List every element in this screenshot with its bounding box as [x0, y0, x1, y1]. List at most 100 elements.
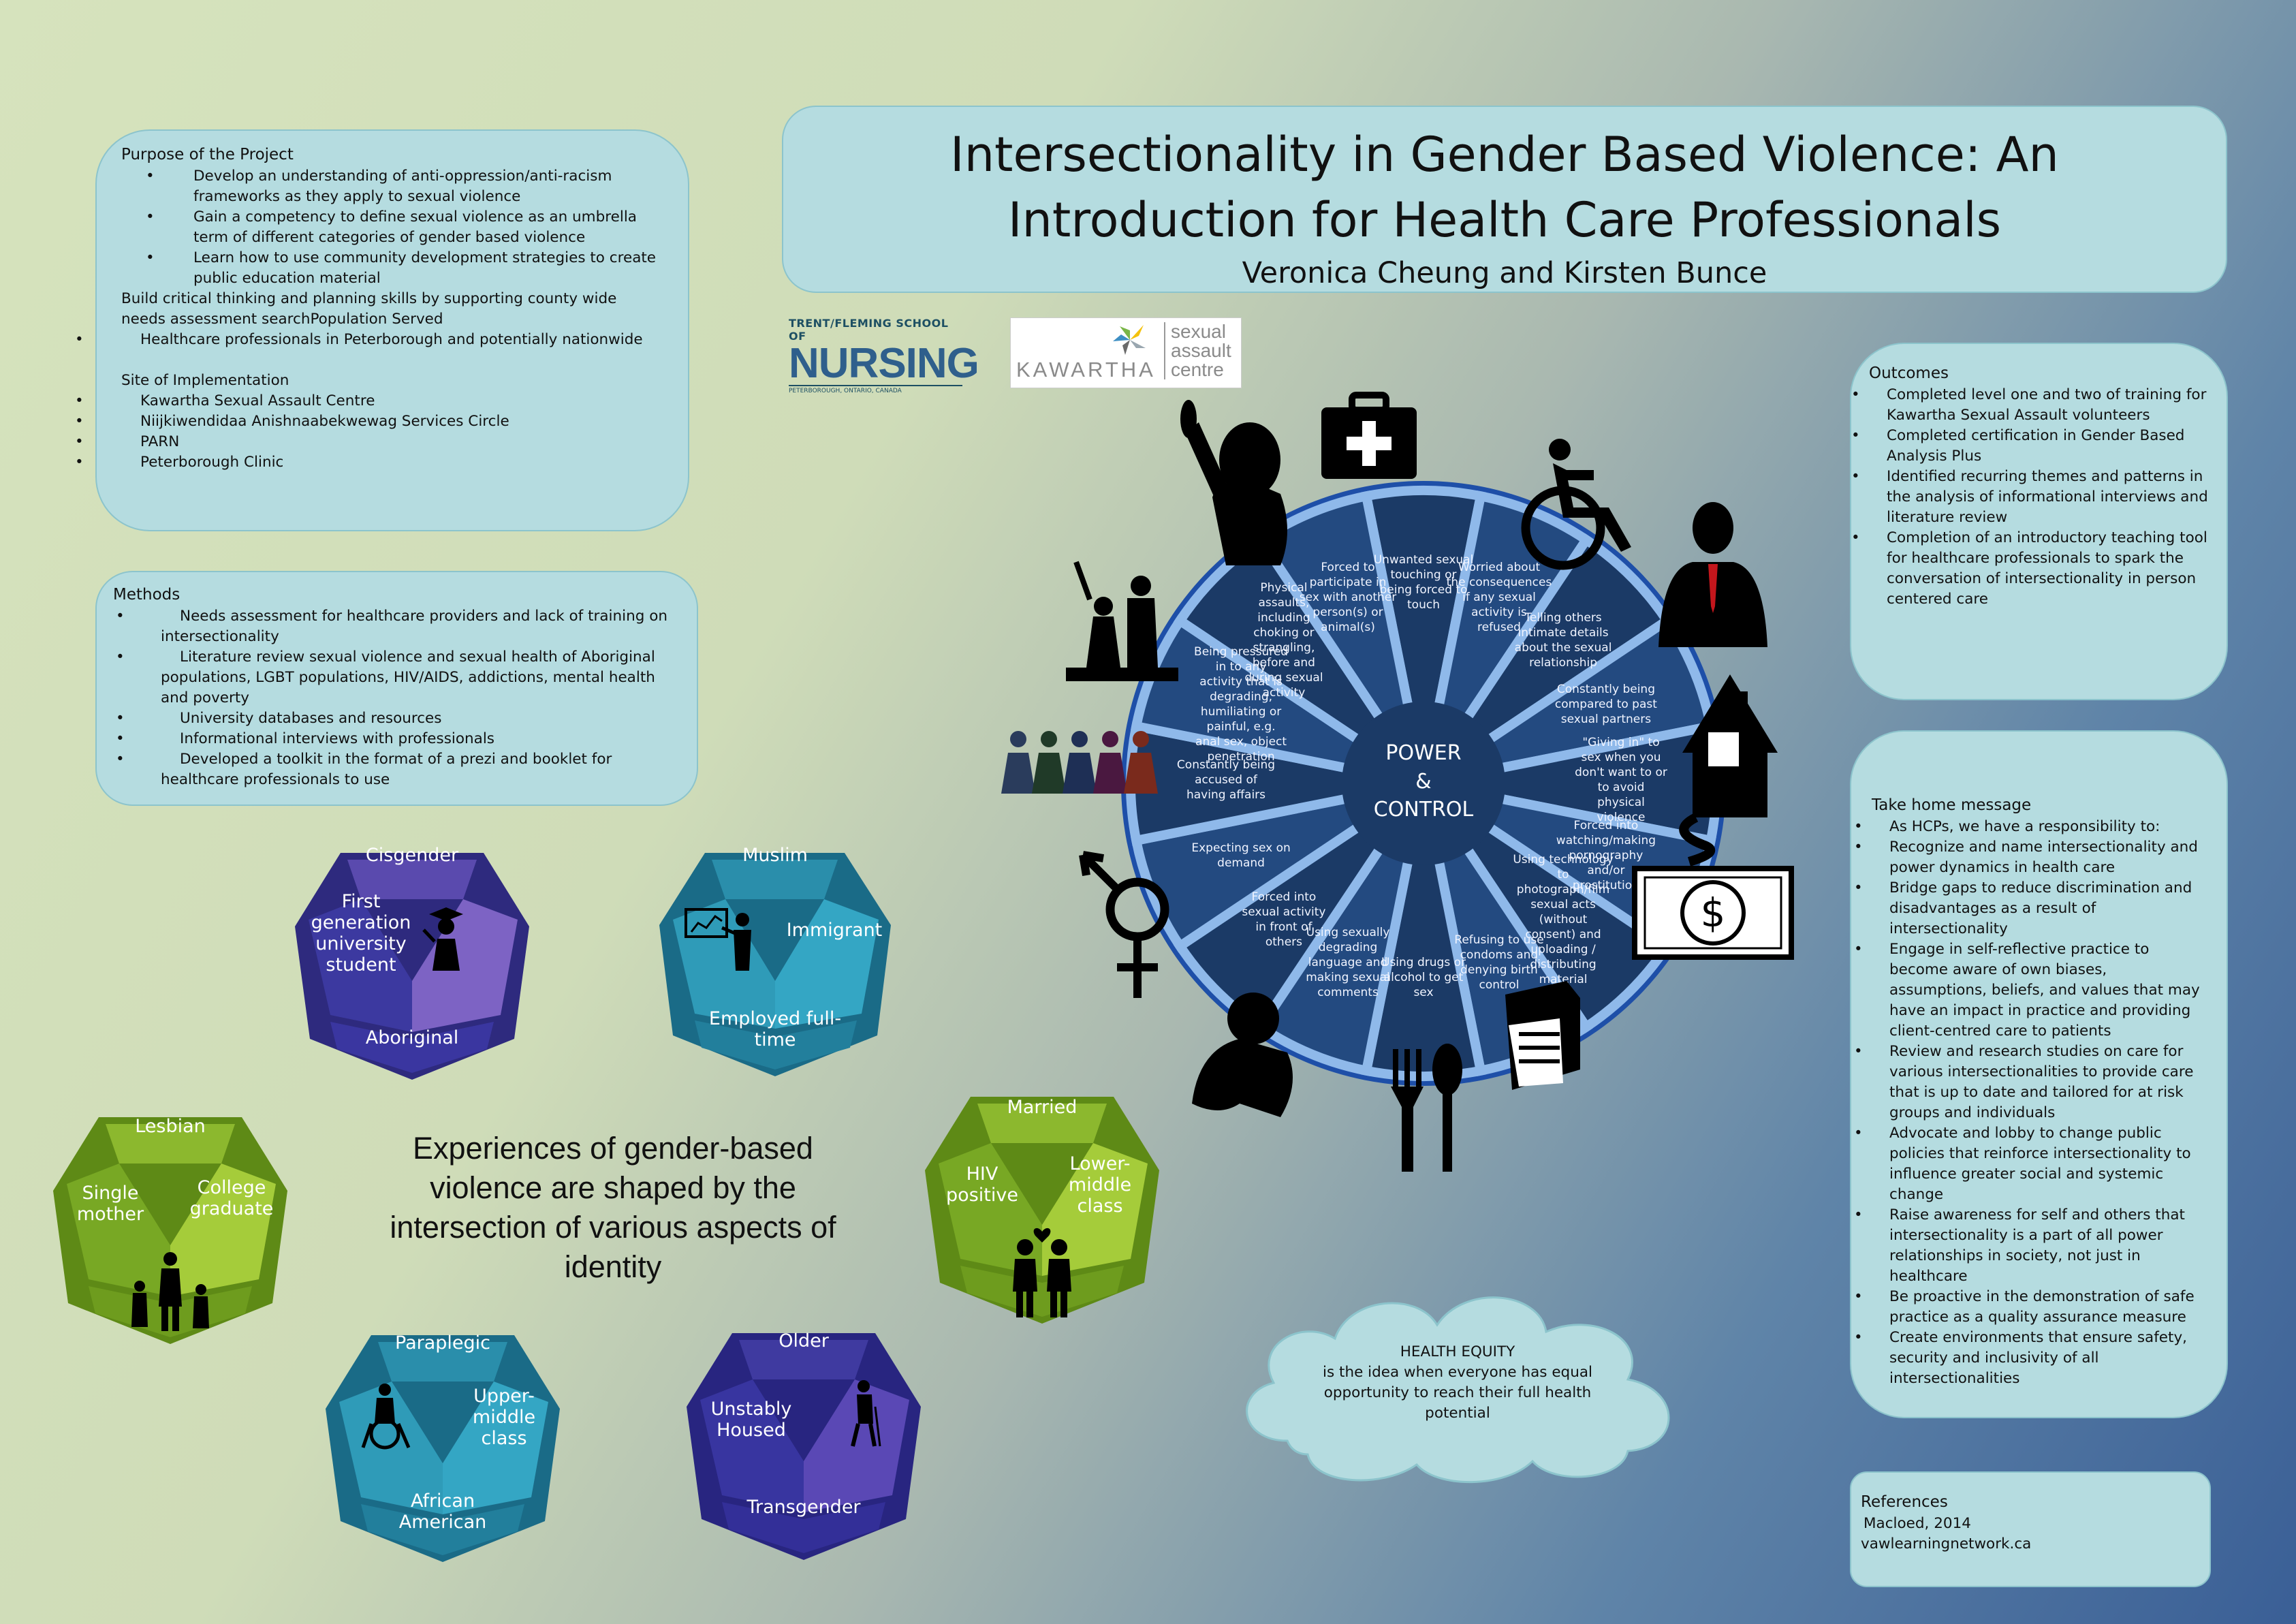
- health-equity-heading: HEALTH EQUITY: [1400, 1343, 1515, 1360]
- list-item: •University databases and resources: [113, 708, 680, 729]
- svg-text:$: $: [1701, 890, 1726, 936]
- die-shape: [687, 1333, 921, 1560]
- takehome-heading: Take home message: [1872, 796, 2032, 814]
- baby-icon: [1192, 993, 1293, 1117]
- takehome-panel: Take home message •As HCPs, we have a re…: [1850, 730, 2228, 1418]
- nursing-logo-line2: NURSING: [789, 340, 979, 387]
- wheel-hub: [1342, 702, 1505, 865]
- list-item: •Healthcare professionals in Peterboroug…: [75, 331, 643, 348]
- die-2-bottom: Employed full-time: [708, 1008, 842, 1050]
- reference-item: vawlearningnetwork.ca: [1861, 1535, 2032, 1552]
- wheelchair-icon: [1521, 439, 1631, 570]
- die-4-left: HIV positive: [946, 1164, 1018, 1206]
- die-1-bottom: Aboriginal: [365, 1027, 459, 1048]
- books-icon: [1505, 981, 1580, 1090]
- list-item: •PARN: [75, 433, 180, 450]
- identity-die-1: Cisgender First generation university st…: [289, 845, 535, 1087]
- kawartha-flower-icon: [1113, 325, 1146, 355]
- die-1-top: Cisgender: [365, 845, 459, 866]
- methods-heading: Methods: [113, 586, 180, 604]
- die-5-top: Paraplegic: [395, 1332, 490, 1354]
- list-item: •Gain a competency to define sexual viol…: [146, 207, 663, 248]
- list-item: •Completed level one and two of training…: [1851, 386, 2207, 424]
- kawartha-logo-side-3: centre: [1171, 359, 1224, 380]
- die-4-right: Lower-middle class: [1068, 1153, 1132, 1217]
- wheelchair-person-icon: [361, 1384, 411, 1450]
- identity-die-2: Muslim Immigrant Employed full-time: [654, 845, 896, 1083]
- list-item: •Kawartha Sexual Assault Centre: [75, 392, 375, 409]
- elderly-person-icon: [851, 1380, 881, 1447]
- kawartha-logo-side: sexual assault centre: [1164, 322, 1231, 379]
- takehome-list: •As HCPs, we have a responsibility to: •…: [1854, 817, 2209, 1389]
- poster-title: Intersectionality in Gender Based Violen…: [950, 127, 2059, 248]
- die-shape: [53, 1117, 287, 1344]
- identity-die-5: Paraplegic Upper-middle class African Am…: [320, 1327, 565, 1569]
- identity-die-3: Lesbian Single mother College graduate: [48, 1109, 293, 1351]
- list-item: •Review and research studies on care for…: [1854, 1043, 2194, 1121]
- methods-panel: Methods •Needs assessment for healthcare…: [95, 571, 698, 806]
- references-heading: References: [1861, 1493, 1948, 1511]
- site-heading: Site of Implementation: [121, 372, 289, 389]
- die-2-top: Muslim: [742, 845, 808, 866]
- nursing-logo-line3: PETERBOROUGH, ONTARIO, CANADA: [789, 385, 962, 394]
- people-chain-icon: [1001, 731, 1158, 794]
- purpose-heading: Purpose of the Project: [121, 146, 294, 163]
- raised-arm-figure-icon: [1180, 400, 1287, 565]
- purpose-list: •Develop an understanding of anti-oppres…: [121, 166, 663, 289]
- health-equity-cloud: [1246, 1296, 1670, 1484]
- die-3-right: College graduate: [189, 1177, 274, 1219]
- family-icon: [131, 1252, 209, 1331]
- list-item: •Peterborough Clinic: [75, 454, 284, 471]
- die-6-bottom: Transgender: [746, 1497, 861, 1518]
- transgender-symbol-icon: [1079, 851, 1169, 998]
- site-list: •Kawartha Sexual Assault Centre •Niijkiw…: [75, 391, 663, 473]
- list-item: •Niijkiwendidaa Anishnaabekwewag Service…: [75, 413, 509, 430]
- poster-authors: Veronica Cheung and Kirsten Bunce: [1242, 256, 1767, 290]
- list-item: •As HCPs, we have a responsibility to:: [1854, 818, 2160, 835]
- list-item: •Developed a toolkit in the format of a …: [113, 749, 680, 790]
- list-item: •Identified recurring themes and pattern…: [1851, 468, 2208, 526]
- list-item: •Raise awareness for self and others tha…: [1854, 1206, 2185, 1285]
- list-item: •Recognize and name intersectionality an…: [1854, 839, 2198, 876]
- intersection-statement: Experiences of gender-based violence are…: [390, 1131, 836, 1284]
- die-shape: [295, 853, 529, 1080]
- list-item: •Bridge gaps to reduce discrimination an…: [1854, 879, 2192, 937]
- identity-die-4: Married HIV positive Lower-middle class: [919, 1089, 1165, 1330]
- die-6-top: Older: [779, 1330, 829, 1352]
- medical-kit-icon: [1321, 392, 1417, 479]
- kawartha-logo-name: KAWARTHA: [1016, 358, 1156, 381]
- list-item: •Engage in self-reflective practice to b…: [1854, 941, 2200, 1040]
- list-item: •Literature review sexual violence and s…: [113, 647, 680, 708]
- nursing-logo: TRENT/FLEMING SCHOOL OF NURSING PETERBOR…: [789, 317, 979, 394]
- couple-heart-icon: [1013, 1228, 1071, 1317]
- outcomes-panel: Outcomes •Completed level one and two of…: [1850, 343, 2228, 700]
- die-1-left: First generation university student: [311, 891, 411, 975]
- title-panel: Intersectionality in Gender Based Violen…: [782, 106, 2227, 293]
- purpose-continuation: Build critical thinking and planning ski…: [121, 290, 617, 328]
- list-item: •Learn how to use community development …: [146, 248, 663, 289]
- wheel-center-line3: CONTROL: [1374, 798, 1474, 822]
- list-item: •Informational interviews with professio…: [113, 729, 680, 749]
- purpose-panel: Purpose of the Project •Develop an under…: [75, 129, 689, 531]
- graduate-icon: [422, 907, 463, 971]
- nursing-logo-line1: TRENT/FLEMING SCHOOL OF: [789, 317, 949, 343]
- wheel-center-line2: &: [1415, 770, 1431, 794]
- fork-spoon-icon: [1391, 1044, 1462, 1172]
- businessman-icon: [1658, 502, 1767, 647]
- reference-item: Macloed, 2014: [1863, 1515, 1971, 1532]
- die-6-left: Unstably Housed: [710, 1399, 792, 1441]
- references-panel: References Macloed, 2014 vawlearningnetw…: [1850, 1471, 2211, 1587]
